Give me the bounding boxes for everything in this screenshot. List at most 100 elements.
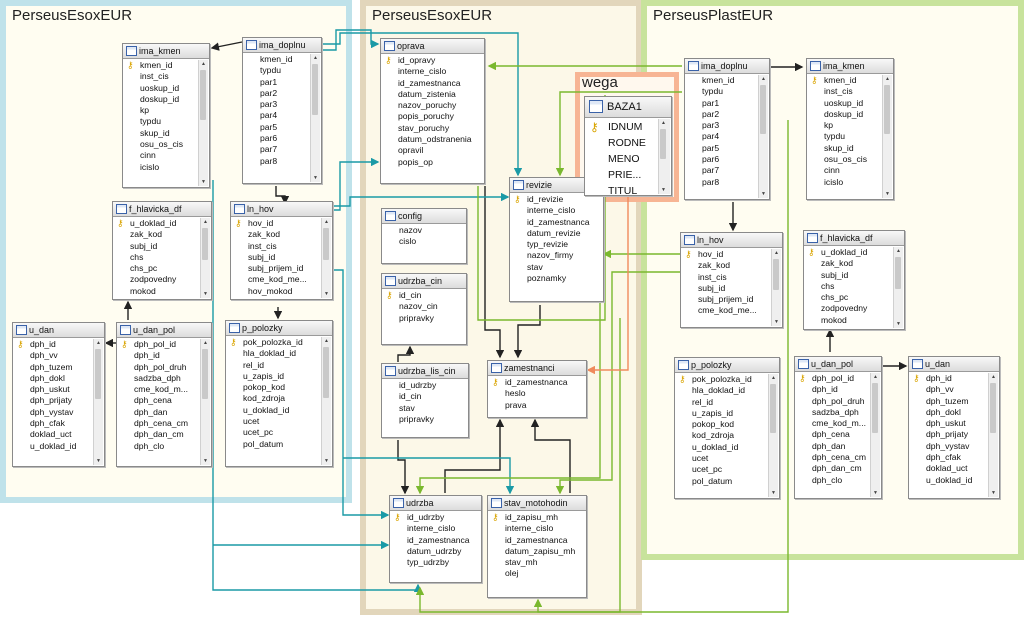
table-r-ln-hov[interactable]: ln_hov ⚷hov_id zak_kod inst_cis subj_id … <box>680 232 783 328</box>
scroll-up-icon[interactable]: ▲ <box>771 375 776 381</box>
scroll-up-icon[interactable]: ▲ <box>203 219 208 225</box>
field: ucet_pc <box>227 427 321 438</box>
scroll-down-icon[interactable]: ▼ <box>96 458 101 464</box>
scroll-down-icon[interactable]: ▼ <box>873 490 878 496</box>
scroll-thumb[interactable] <box>872 383 878 433</box>
table-udrzba-lis-cin[interactable]: udrzba_lis_cin id_udrzby id_cin stav pri… <box>381 363 469 438</box>
table-zamestnanci[interactable]: zamestnanci ⚷id_zamestnanca heslo prava <box>487 360 587 418</box>
scroll-up-icon[interactable]: ▲ <box>873 374 878 380</box>
scroll-thumb[interactable] <box>202 349 208 400</box>
table-r-u-dan-pol[interactable]: u_dan_pol ⚷dph_pol_id dph_id dph_pol_dru… <box>794 356 882 499</box>
table-r-ima-kmen[interactable]: ima_kmen ⚷kmen_id inst_cis uoskup_id dos… <box>806 58 894 200</box>
scrollbar[interactable]: ▲▼ <box>893 247 903 328</box>
scrollbar[interactable]: ▲▼ <box>768 374 778 497</box>
scroll-down-icon[interactable]: ▼ <box>771 490 776 496</box>
table-baza1[interactable]: BAZA1 ⚷IDNUM RODNE MENO PRIE... TITUL ▲▼ <box>584 96 672 196</box>
field-name: dph_id <box>926 373 952 383</box>
scroll-up-icon[interactable]: ▲ <box>313 55 318 61</box>
scroll-down-icon[interactable]: ▼ <box>324 458 329 464</box>
scroll-thumb[interactable] <box>770 384 776 434</box>
scroll-down-icon[interactable]: ▼ <box>313 175 318 181</box>
field-name: subj_prijem_id <box>698 294 754 305</box>
scrollbar[interactable]: ▲▼ <box>321 218 331 298</box>
table-title: u_dan_pol <box>811 359 854 369</box>
scroll-thumb[interactable] <box>202 228 208 260</box>
scrollbar[interactable]: ▲▼ <box>93 339 103 465</box>
table-r-ima-doplnu[interactable]: ima_doplnu kmen_id typdu par1 par2 par3 … <box>684 58 770 200</box>
scroll-down-icon[interactable]: ▼ <box>774 319 779 325</box>
table-r-p-polozky[interactable]: p_polozky ⚷pok_polozka_id hla_doklad_id … <box>674 357 780 499</box>
field-name: kod_zdroja <box>692 430 735 441</box>
scroll-down-icon[interactable]: ▼ <box>203 458 208 464</box>
field: kp <box>808 120 882 131</box>
scroll-down-icon[interactable]: ▼ <box>896 321 901 327</box>
scroll-thumb[interactable] <box>312 64 318 116</box>
scroll-up-icon[interactable]: ▲ <box>96 340 101 346</box>
field-name: interne_cislo <box>407 523 456 534</box>
scroll-down-icon[interactable]: ▼ <box>885 191 890 197</box>
field: uoskup_id <box>124 83 198 94</box>
scroll-thumb[interactable] <box>200 70 206 121</box>
table-ln-hov[interactable]: ln_hov ⚷hov_id zak_kod inst_cis subj_id … <box>230 201 333 300</box>
field: dph_dan_cm <box>796 463 870 474</box>
scroll-up-icon[interactable]: ▲ <box>661 120 666 126</box>
scroll-down-icon[interactable]: ▼ <box>324 291 329 297</box>
scrollbar[interactable]: ▲▼ <box>198 60 208 186</box>
field-name: ucet <box>243 416 260 427</box>
scrollbar[interactable]: ▲▼ <box>310 54 320 182</box>
scrollbar[interactable]: ▲▼ <box>988 373 998 497</box>
scroll-thumb[interactable] <box>323 228 329 260</box>
table-p-polozky[interactable]: p_polozky ⚷pok_polozka_id hla_doklad_id … <box>225 320 333 467</box>
scroll-up-icon[interactable]: ▲ <box>324 219 329 225</box>
scroll-thumb[interactable] <box>660 129 666 159</box>
table-stav-motohodin[interactable]: stav_motohodin ⚷id_zapisu_mh interne_cis… <box>487 495 587 598</box>
scroll-down-icon[interactable]: ▼ <box>203 291 208 297</box>
scroll-up-icon[interactable]: ▲ <box>774 250 779 256</box>
scroll-thumb[interactable] <box>323 347 329 399</box>
scrollbar[interactable]: ▲▼ <box>882 75 892 198</box>
field-list: ⚷id_zapisu_mh interne_cislo id_zamestnan… <box>489 512 585 596</box>
table-oprava[interactable]: oprava ⚷id_opravy interne_cislo id_zames… <box>380 38 485 184</box>
scroll-up-icon[interactable]: ▲ <box>203 340 208 346</box>
scrollbar[interactable]: ▲▼ <box>658 119 670 194</box>
table-ima-doplnu[interactable]: ima_doplnu kmen_id typdu par1 par2 par3 … <box>242 37 322 184</box>
scroll-thumb[interactable] <box>884 85 890 135</box>
scrollbar[interactable]: ▲▼ <box>200 218 210 298</box>
field-name: datum_udrzby <box>407 545 462 556</box>
table-u-dan-pol[interactable]: u_dan_pol ⚷dph_pol_id dph_id dph_pol_dru… <box>116 322 212 467</box>
table-r-f-hlavicka-df[interactable]: f_hlavicka_df ⚷u_doklad_id zak_kod subj_… <box>803 230 905 330</box>
scroll-thumb[interactable] <box>95 349 101 400</box>
table-title: revizie <box>526 180 553 190</box>
scroll-up-icon[interactable]: ▲ <box>896 248 901 254</box>
scrollbar[interactable]: ▲▼ <box>771 249 781 326</box>
field: dph_cfak <box>14 418 93 429</box>
table-u-dan[interactable]: u_dan ⚷dph_id dph_vv dph_tuzem dph_dokl … <box>12 322 105 467</box>
scrollbar[interactable]: ▲▼ <box>200 339 210 465</box>
scroll-up-icon[interactable]: ▲ <box>761 76 766 82</box>
scroll-thumb[interactable] <box>990 383 996 433</box>
scroll-down-icon[interactable]: ▼ <box>201 179 206 185</box>
scroll-up-icon[interactable]: ▲ <box>201 61 206 67</box>
table-f-hlavicka-df[interactable]: f_hlavicka_df ⚷u_doklad_id zak_kod subj_… <box>112 201 212 300</box>
scrollbar[interactable]: ▲▼ <box>321 337 331 465</box>
scroll-down-icon[interactable]: ▼ <box>761 191 766 197</box>
scroll-up-icon[interactable]: ▲ <box>885 76 890 82</box>
field-list: ⚷id_revizie interne_cislo id_zamestnanca… <box>511 194 602 300</box>
table-udrzba-cin[interactable]: udrzba_cin ⚷id_cin nazov_cin pripravky <box>381 273 467 345</box>
table-revizie[interactable]: revizie ⚷id_revizie interne_cislo id_zam… <box>509 177 604 302</box>
scroll-down-icon[interactable]: ▼ <box>661 187 666 193</box>
scroll-thumb[interactable] <box>760 85 766 135</box>
field: par6 <box>244 133 310 144</box>
table-ima-kmen[interactable]: ima_kmen ⚷kmen_id inst_cis uoskup_id dos… <box>122 43 210 188</box>
scrollbar[interactable]: ▲▼ <box>870 373 880 497</box>
scroll-thumb[interactable] <box>895 257 901 290</box>
scroll-up-icon[interactable]: ▲ <box>991 374 996 380</box>
field-name: u_doklad_id <box>926 474 973 485</box>
scroll-up-icon[interactable]: ▲ <box>324 338 329 344</box>
scrollbar[interactable]: ▲▼ <box>758 75 768 198</box>
table-config[interactable]: config nazov cislo <box>381 208 467 264</box>
table-r-u-dan[interactable]: u_dan ⚷dph_id dph_vv dph_tuzem dph_dokl … <box>908 356 1000 499</box>
scroll-thumb[interactable] <box>773 259 779 290</box>
scroll-down-icon[interactable]: ▼ <box>991 490 996 496</box>
table-udrzba[interactable]: udrzba ⚷id_udrzby interne_cislo id_zames… <box>389 495 482 583</box>
